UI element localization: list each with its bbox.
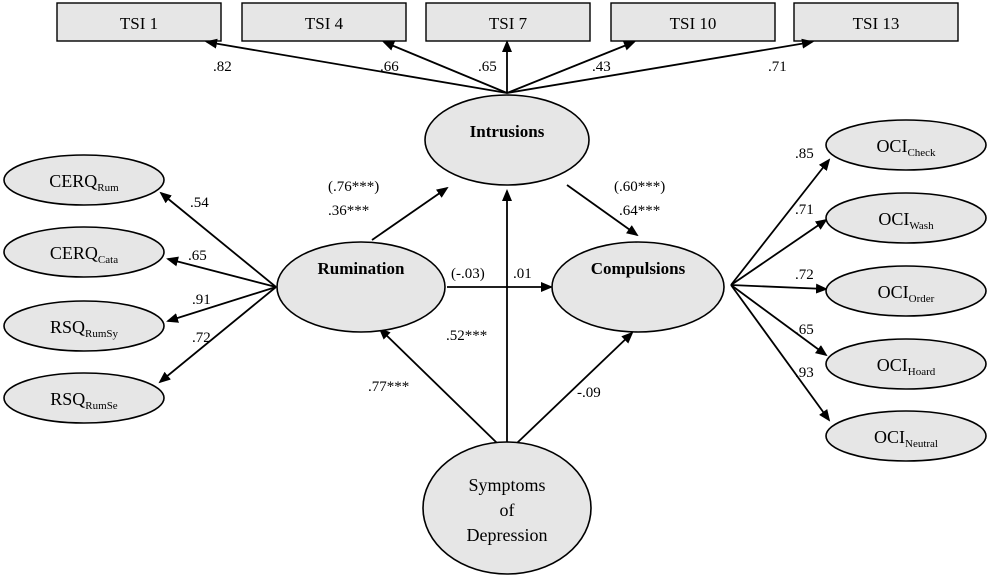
tsi-4-box (241, 2, 407, 42)
loading-tsi4: .66 (380, 59, 399, 75)
arrow-comp-oci-hoard (730, 284, 828, 357)
coef-intr-comp-direct: .64*** (619, 203, 660, 219)
oci-hoard-label: OCIHoard (877, 355, 936, 378)
coef-dep-intr-a: .01 (513, 266, 532, 282)
depression-ellipse (422, 441, 592, 575)
arrow-intr-comp (566, 184, 639, 237)
tsi-4-label: TSI 4 (305, 14, 344, 33)
tsi-10-box (610, 2, 776, 42)
arrow-rum-intr (371, 186, 449, 241)
loading-tsi7: .65 (478, 59, 497, 75)
cerq-cata-ellipse (3, 226, 165, 278)
right-loadings: .85 .71 .72 .65 .93 (795, 146, 814, 381)
depression-label-line2: of (500, 500, 515, 520)
intrusions-label: Intrusions (470, 122, 545, 141)
arrow-rum-rsq-rumse (158, 286, 277, 384)
left-indicators: CERQRum CERQCata RSQRumSy RSQRumSe (3, 154, 165, 424)
depression-label-line3: Depression (467, 525, 548, 545)
intrusions-ellipse (424, 94, 590, 186)
arrow-intr-tsi13 (506, 38, 814, 94)
left-loadings: .54 .65 .91 .72 (188, 195, 211, 346)
loading-oci-order: .72 (795, 267, 814, 283)
arrow-rum-cerq-cata (166, 256, 277, 288)
coef-rum-intr-total: (.76***) (328, 179, 379, 195)
loading-oci-hoard: .65 (795, 322, 814, 338)
loading-oci-check: .85 (795, 146, 814, 162)
left-loading-arrows (158, 191, 277, 384)
tsi-loadings: .82 .66 .65 .43 .71 (213, 59, 787, 75)
oci-wash-ellipse (825, 192, 987, 244)
rsq-rumse-label: RSQRumSe (50, 389, 118, 412)
rsq-rumsy-label: RSQRumSy (50, 317, 119, 340)
right-indicators: OCICheck OCIWash OCIOrder OCIHoard OCINe… (825, 119, 987, 462)
tsi-indicators: TSI 1 TSI 4 TSI 7 TSI 10 TSI 13 (56, 2, 959, 42)
arrow-intr-tsi1 (205, 38, 508, 94)
arrow-rum-rsq-rumsy (166, 286, 277, 323)
cerq-rum-label: CERQRum (49, 171, 119, 194)
arrow-rum-cerq-rum (159, 191, 277, 288)
oci-order-label: OCIOrder (878, 282, 935, 305)
arrow-intr-tsi4 (382, 41, 508, 94)
tsi-13-label: TSI 13 (853, 14, 900, 33)
arrow-dep-rum (378, 327, 498, 444)
rsq-rumsy-ellipse (3, 300, 165, 352)
rumination-label: Rumination (318, 259, 405, 278)
tsi-1-label: TSI 1 (120, 14, 158, 33)
structural-paths (371, 184, 639, 444)
arrow-comp-oci-check (730, 158, 831, 286)
coef-rum-intr-direct: .36*** (328, 203, 369, 219)
loading-oci-neutral: .93 (795, 365, 814, 381)
oci-check-ellipse (825, 119, 987, 171)
coef-rum-comp: (-.03) (451, 266, 485, 282)
tsi-1-box (56, 2, 222, 42)
loading-rsq-rumse: .72 (192, 330, 211, 346)
tsi-13-box (793, 2, 959, 42)
oci-hoard-ellipse (825, 338, 987, 390)
loading-tsi13: .71 (768, 59, 787, 75)
tsi-7-label: TSI 7 (489, 14, 528, 33)
loading-rsq-rumsy: .91 (192, 292, 211, 308)
compulsions-label: Compulsions (591, 259, 686, 278)
coef-dep-rum: .77*** (368, 379, 409, 395)
structural-coefficients: (.76***) .36*** (.60***) .64*** (-.03) .… (328, 179, 665, 401)
loading-cerq-rum: .54 (190, 195, 209, 211)
arrow-dep-comp (516, 331, 634, 444)
arrow-comp-oci-order (730, 283, 828, 294)
loading-cerq-cata: .65 (188, 248, 207, 264)
coef-intr-comp-total: (.60***) (614, 179, 665, 195)
cerq-rum-ellipse (3, 154, 165, 206)
loading-tsi1: .82 (213, 59, 232, 75)
oci-order-ellipse (825, 265, 987, 317)
oci-neutral-label: OCINeutral (874, 427, 938, 450)
cerq-cata-label: CERQCata (50, 243, 118, 266)
compulsions-ellipse (551, 241, 725, 333)
arrow-comp-oci-neutral (730, 284, 831, 422)
oci-neutral-ellipse (825, 410, 987, 462)
latent-constructs: Intrusions Rumination Compulsions Sympto… (276, 94, 725, 575)
coef-dep-comp: -.09 (577, 385, 601, 401)
rsq-rumse-ellipse (3, 372, 165, 424)
tsi-loading-arrows (205, 38, 814, 94)
tsi-10-label: TSI 10 (670, 14, 717, 33)
depression-label-line1: Symptoms (468, 475, 545, 495)
arrow-intr-tsi10 (506, 41, 636, 94)
oci-wash-label: OCIWash (878, 209, 934, 232)
rumination-ellipse (276, 241, 446, 333)
arrow-comp-oci-wash (730, 218, 828, 286)
coef-dep-intr-b: .52*** (446, 328, 487, 344)
right-loading-arrows (730, 158, 831, 422)
loading-tsi10: .43 (592, 59, 611, 75)
loading-oci-wash: .71 (795, 202, 814, 218)
oci-check-label: OCICheck (876, 136, 936, 159)
